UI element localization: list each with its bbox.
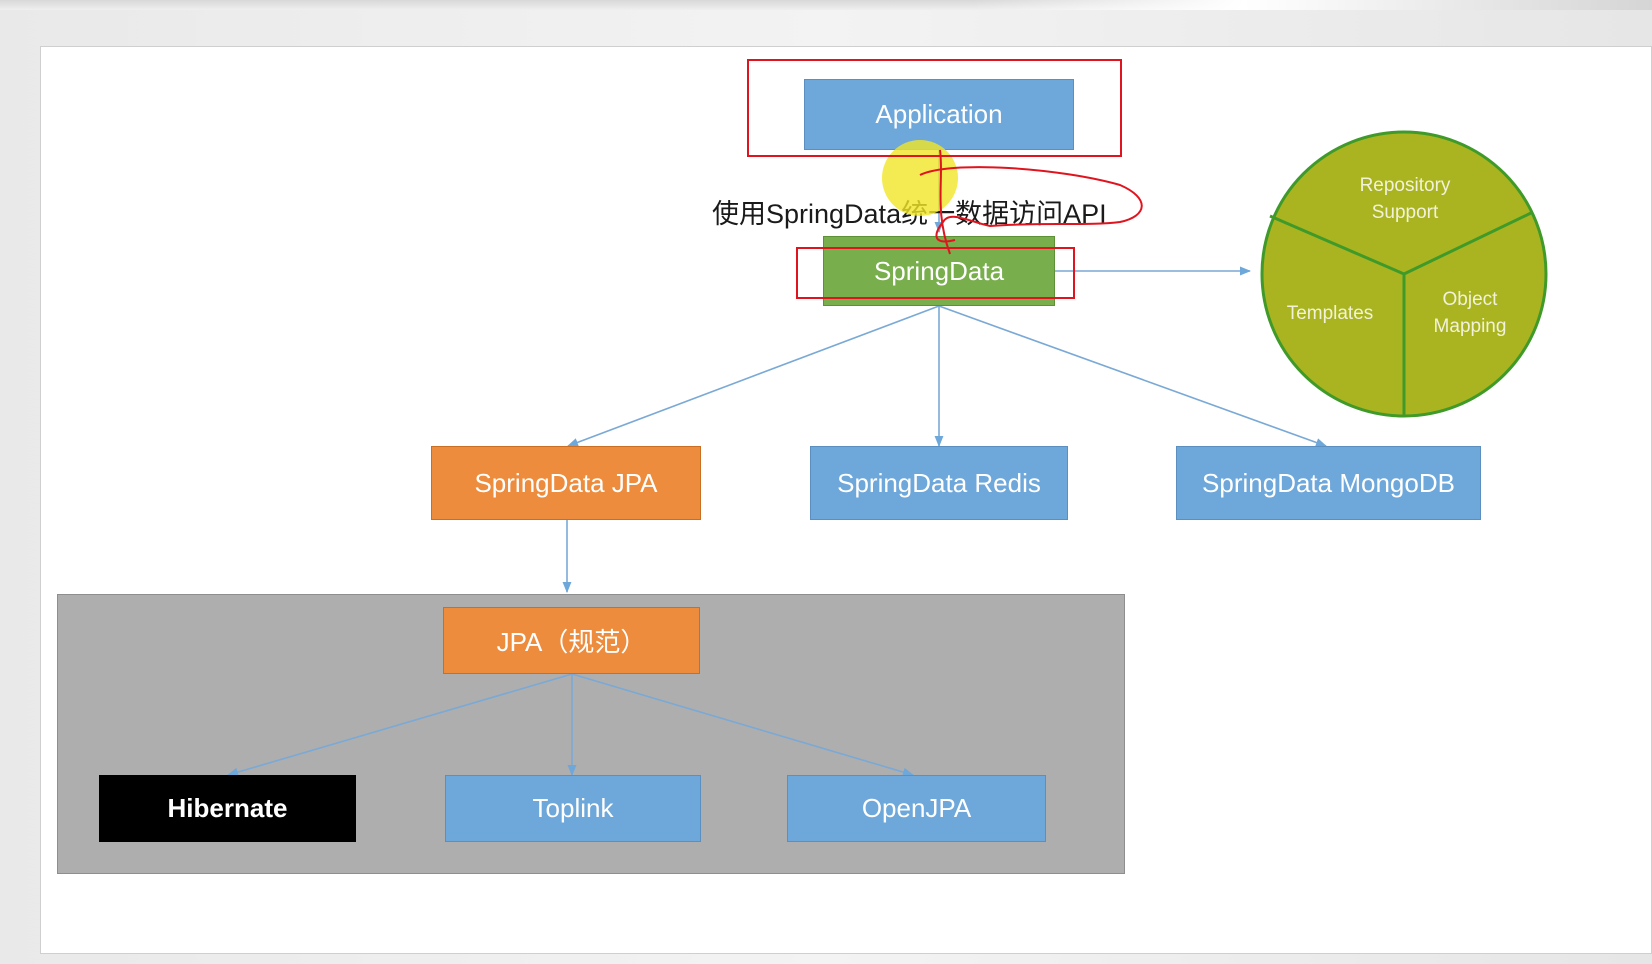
repository-line2: Support [1371,202,1439,223]
application-label: Application [875,99,1003,129]
hibernate-box: Hibernate [99,775,356,842]
templates-label: Templates [1286,303,1374,324]
red-vertical-scribble [939,149,951,255]
object-mapping-line2: Mapping [1433,316,1507,337]
springdata-redis-box: SpringData Redis [810,446,1068,520]
repository-line1: Repository [1359,175,1451,196]
pie-label-object-mapping: Object Mapping [1410,286,1530,340]
springdata-jpa-label: SpringData JPA [474,467,658,498]
hibernate-label: Hibernate [167,793,288,823]
springdata-label: SpringData [873,255,1005,286]
arrow-springdata-to-jpa [566,305,940,447]
red-frame-springdata [796,247,1075,299]
toplink-label: Toplink [532,793,614,823]
pie-label-templates: Templates [1270,300,1390,327]
jpa-spec-label: JPA（规范） [496,627,647,657]
jpa-spec-box: JPA（规范） [443,607,700,674]
springdata-jpa-box: SpringData JPA [431,446,701,520]
springdata-redis-label: SpringData Redis [837,467,1041,498]
pie-divider-left [1269,214,1405,276]
red-frame-application [747,59,1122,157]
arrow-springdata-to-mongodb [938,305,1328,447]
arrow-spec-to-openjpa [571,673,915,777]
cursor-highlight [882,140,958,216]
pie-label-repository-support: Repository Support [1340,172,1470,226]
application-box: Application [804,79,1074,150]
springdata-mongodb-label: SpringData MongoDB [1202,467,1455,498]
arrow-spec-to-hibernate [226,673,573,777]
openjpa-box: OpenJPA [787,775,1046,842]
pie-divider-right [1403,211,1532,276]
openjpa-label: OpenJPA [861,793,972,823]
object-mapping-line1: Object [1442,289,1498,310]
toplink-box: Toplink [445,775,701,842]
toolbar-fade [972,0,1652,10]
top-toolbar-strip [0,0,1652,10]
springdata-mongodb-box: SpringData MongoDB [1176,446,1481,520]
